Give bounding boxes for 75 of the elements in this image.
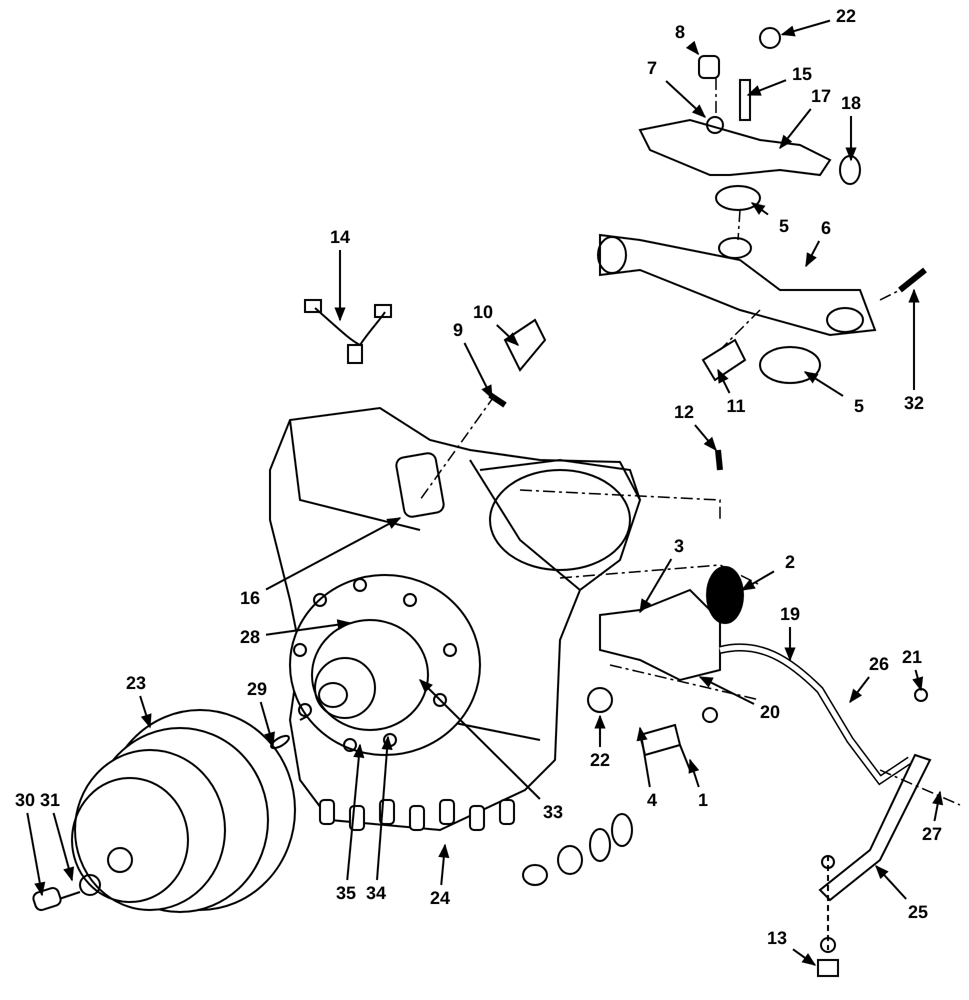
- callout-number: 5: [845, 395, 873, 417]
- callout-number: 34: [362, 882, 390, 904]
- leader-line: [688, 758, 700, 788]
- leader-line: [932, 790, 944, 822]
- leader-line: [698, 676, 754, 705]
- leader-line: [750, 202, 769, 216]
- callout-number: 11: [722, 395, 750, 417]
- leader-line: [464, 342, 493, 400]
- callout-number: 33: [539, 801, 567, 823]
- callout-number: 35: [332, 882, 360, 904]
- leader-line: [784, 627, 796, 662]
- callout-number: 15: [788, 63, 816, 85]
- leader-line: [805, 240, 820, 268]
- leader-line: [686, 40, 700, 56]
- leader-line: [717, 368, 730, 394]
- elbow-fitting-drawing: [698, 55, 720, 79]
- leader-line: [376, 736, 393, 880]
- callout-number: 22: [586, 749, 614, 771]
- leader-line: [594, 714, 606, 747]
- leader-line: [266, 619, 352, 636]
- leader-line: [694, 424, 717, 452]
- callout-number: 29: [243, 678, 271, 700]
- callout-number: 22: [832, 5, 860, 27]
- callout-number: 6: [812, 217, 840, 239]
- callout-number: 7: [638, 57, 666, 79]
- callout-number: 13: [763, 927, 791, 949]
- callout-number: 31: [36, 789, 64, 811]
- callout-number: 26: [865, 653, 893, 675]
- leader-line: [875, 864, 907, 900]
- leader-line: [260, 702, 275, 746]
- leader-line: [740, 570, 774, 591]
- leader-line: [639, 558, 672, 614]
- callout-number: 2: [776, 551, 804, 573]
- leader-line: [52, 812, 74, 882]
- callout-number: 3: [665, 535, 693, 557]
- leader-line: [792, 948, 816, 966]
- callout-number: 8: [666, 21, 694, 43]
- callout-number: 27: [918, 823, 946, 845]
- callout-number: 14: [326, 226, 354, 248]
- callout-number: 4: [638, 789, 666, 811]
- callout-number: 1: [689, 789, 717, 811]
- leader-line: [845, 116, 857, 162]
- callout-number: 20: [756, 701, 784, 723]
- callout-number: 17: [807, 85, 835, 107]
- callout-number: 18: [837, 92, 865, 114]
- callout-number: 23: [122, 672, 150, 694]
- leader-line: [665, 80, 706, 118]
- leader-line: [636, 726, 651, 788]
- leader-line: [908, 288, 920, 390]
- nut-drawing: [759, 27, 781, 49]
- leader-line: [849, 676, 870, 704]
- leader-line: [746, 79, 786, 96]
- callout-number: 16: [236, 587, 264, 609]
- callout-number: 21: [898, 646, 926, 668]
- callout-number: 30: [11, 789, 39, 811]
- callout-number: 24: [426, 887, 454, 909]
- leader-line: [912, 670, 924, 692]
- callout-number: 19: [776, 603, 804, 625]
- leader-line: [804, 371, 844, 397]
- leader-line: [266, 517, 402, 590]
- leader-line: [26, 812, 46, 896]
- leader-line: [346, 744, 364, 880]
- callout-number: 25: [904, 901, 932, 923]
- leader-line: [139, 696, 152, 728]
- leader-line: [496, 324, 520, 346]
- callout-number: 5: [770, 215, 798, 237]
- callout-number: 12: [670, 401, 698, 423]
- callout-number: 10: [469, 301, 497, 323]
- leader-line: [334, 250, 346, 322]
- leader-line: [780, 20, 830, 36]
- callout-number: 9: [444, 319, 472, 341]
- callout-number: 32: [900, 392, 928, 414]
- leader-line: [438, 844, 450, 886]
- leader-line: [779, 108, 812, 150]
- callout-number: 28: [236, 626, 264, 648]
